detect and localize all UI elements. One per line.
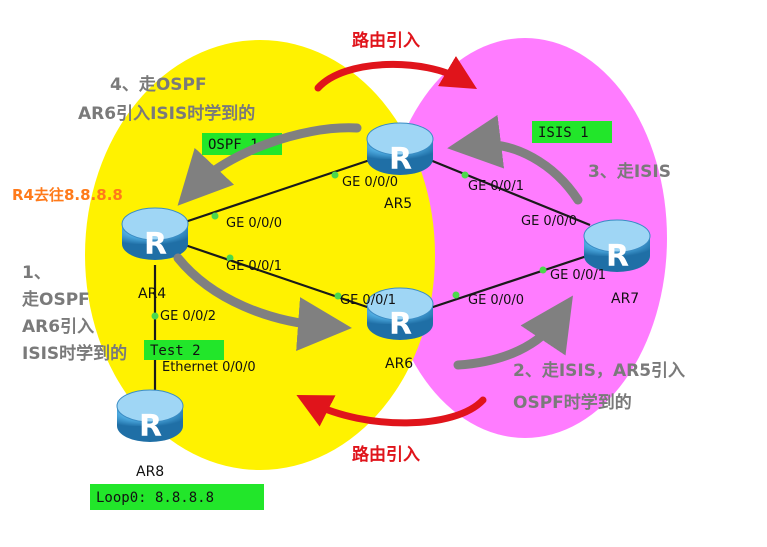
router-ar4[interactable]: R — [121, 207, 189, 262]
router-glyph: R — [144, 227, 167, 262]
step1-line2: 走OSPF — [22, 289, 90, 310]
loop-tag-bg — [90, 484, 264, 510]
router-ar7[interactable]: R — [583, 219, 651, 274]
step1-line3: AR6引入 — [22, 317, 94, 337]
step2-arrow — [453, 295, 573, 370]
ar7-port-ge001: GE 0/0/1 — [550, 268, 606, 283]
step2-line2: OSPF时学到的 — [513, 392, 632, 413]
router-glyph: R — [139, 409, 162, 444]
step3-label: 3、走ISIS — [588, 161, 671, 182]
ar4-port-ge000: GE 0/0/0 — [226, 216, 282, 231]
link-ar6-ar7 — [429, 253, 591, 310]
ar5-port-ge001: GE 0/0/1 — [468, 179, 524, 194]
ar8-port-eth: Ethernet 0/0/0 — [162, 360, 256, 375]
router-glyph: R — [389, 142, 412, 177]
step1-arrow — [173, 253, 352, 351]
ar5-label: AR5 — [384, 196, 412, 212]
router-glyph: R — [606, 239, 629, 274]
isis-tag: ISIS 1 — [538, 125, 589, 141]
route-import-arrow-bottom — [296, 395, 487, 427]
test-tag: Test 2 — [150, 343, 201, 359]
ar4-label: AR4 — [138, 286, 166, 302]
ar4-port-ge002: GE 0/0/2 — [160, 309, 216, 324]
route-import-arrow-top — [314, 56, 478, 92]
isis-tag-bg — [532, 121, 612, 143]
router-ar5[interactable]: R — [366, 122, 434, 177]
ospf-area — [85, 40, 435, 470]
step1-line4: ISIS时学到的 — [22, 343, 127, 364]
ar8-label: AR8 — [136, 464, 164, 480]
router-glyph: R — [389, 307, 412, 342]
step3-arrow — [447, 114, 583, 205]
ar7-port-ge000: GE 0/0/0 — [521, 214, 577, 229]
ar6-label: AR6 — [385, 356, 413, 372]
step4-arrow — [177, 123, 362, 206]
step2-line1: 2、走ISIS，AR5引入 — [513, 360, 685, 381]
router-ar6[interactable]: R — [366, 287, 434, 342]
ar5-port-ge000: GE 0/0/0 — [342, 175, 398, 190]
loop-tag: Loop0: 8.8.8.8 — [96, 490, 214, 506]
ar7-label: AR7 — [611, 291, 639, 307]
route-import-bottom-label: 路由引入 — [352, 444, 420, 465]
step4-line2: AR6引入ISIS时学到的 — [78, 103, 255, 124]
link-ar5-ar7 — [429, 158, 591, 227]
step1-line1: 1、 — [22, 263, 51, 283]
ar6-port-ge000: GE 0/0/0 — [468, 293, 524, 308]
link-ar4-ar5 — [184, 158, 371, 224]
router-ar8[interactable]: R — [116, 389, 184, 444]
route-import-top-label: 路由引入 — [352, 30, 420, 51]
test-tag-bg — [144, 340, 224, 360]
ar6-port-ge001: GE 0/0/1 — [340, 293, 396, 308]
ar4-port-ge001: GE 0/0/1 — [226, 259, 282, 274]
step4-line1: 4、走OSPF — [110, 74, 207, 95]
r4-destination-label: R4去往8.8.8.8 — [12, 186, 123, 204]
